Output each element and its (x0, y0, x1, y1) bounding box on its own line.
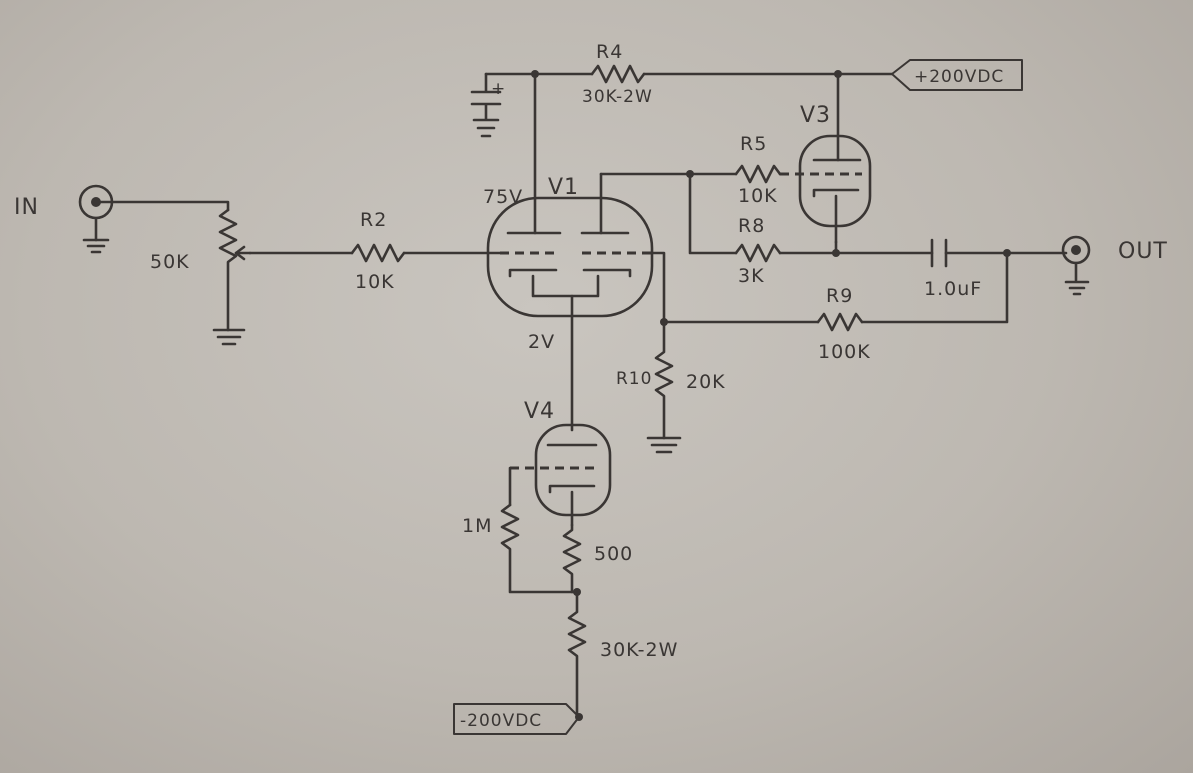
output-capacitor (930, 238, 948, 268)
resistor-30k-bottom (567, 590, 587, 718)
label-r9-value: 100K (818, 341, 871, 363)
resistor-r5 (734, 164, 782, 184)
label-v3: V3 (800, 103, 831, 128)
label-r4-name: R4 (596, 41, 623, 63)
resistor-500 (562, 523, 582, 594)
plus-supply-terminal (891, 59, 1023, 91)
label-r10-name: R10 (616, 369, 652, 389)
label-30k-bottom: 30K-2W (600, 639, 678, 661)
label-r4-value: 30K-2W (582, 87, 653, 107)
resistor-1m (500, 503, 580, 594)
label-v4: V4 (524, 399, 555, 424)
label-in: IN (14, 195, 39, 220)
minus-supply-terminal (453, 703, 580, 735)
label-r2-value: 10K (355, 271, 395, 293)
label-plus-supply: +200VDC (914, 67, 1004, 87)
wire-in-to-pot (99, 200, 230, 212)
label-1m: 1M (462, 515, 492, 537)
label-pot: 50K (150, 251, 190, 273)
label-r10-value: 20K (686, 371, 726, 393)
tube-v1 (486, 72, 654, 432)
resistor-r9 (816, 312, 864, 332)
tube-v4 (508, 423, 612, 527)
input-jack (78, 184, 114, 254)
label-r2-name: R2 (360, 209, 387, 231)
resistor-r2 (350, 243, 406, 263)
resistor-r8 (734, 243, 782, 263)
label-cap-plus: + (491, 79, 506, 99)
label-r9-name: R9 (826, 285, 853, 307)
label-r8-name: R8 (738, 215, 765, 237)
label-v1: V1 (548, 175, 579, 200)
label-minus-supply: -200VDC (460, 711, 542, 731)
label-v1-plate-voltage: 75V (483, 186, 523, 208)
wire-to-r8 (688, 172, 738, 255)
label-500: 500 (594, 543, 633, 565)
label-r5-value: 10K (738, 185, 778, 207)
tube-v3 (780, 134, 872, 244)
output-jack (1061, 235, 1091, 296)
pot-50k (212, 208, 252, 346)
bypass-capacitor (470, 72, 502, 138)
resistor-r4 (590, 64, 646, 84)
label-cap: 1.0uF (924, 278, 982, 300)
label-r8-value: 3K (738, 265, 765, 287)
wire-v1-grid2 (650, 251, 666, 324)
label-out: OUT (1118, 239, 1168, 264)
resistor-r10 (646, 320, 682, 454)
label-v1-cathode-voltage: 2V (528, 331, 555, 353)
label-r5-name: R5 (740, 133, 767, 155)
